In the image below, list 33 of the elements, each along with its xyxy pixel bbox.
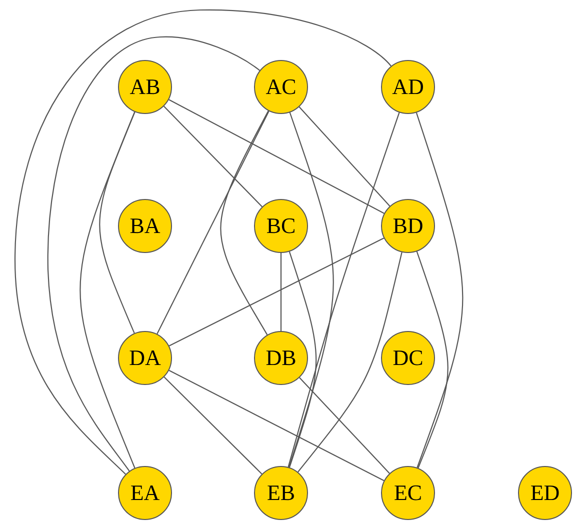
node-label: BD: [392, 215, 424, 237]
connector-line: [163, 106, 263, 208]
connector-line: [298, 106, 390, 206]
connector-line: [288, 112, 400, 468]
node-label: AC: [266, 76, 296, 98]
node-label: BA: [130, 215, 160, 237]
connector-line: [280, 253, 282, 331]
node-label: DB: [266, 347, 296, 369]
connector-line: [298, 252, 402, 472]
connector-line: [416, 251, 448, 468]
connector-line: [288, 112, 334, 468]
node-label: ED: [530, 482, 560, 504]
connector-line: [164, 376, 262, 474]
node-label: DC: [392, 347, 424, 369]
connector-line: [99, 112, 136, 334]
connector-line: [168, 238, 384, 346]
connector-line: [220, 110, 269, 336]
connector-line: [288, 251, 317, 468]
node-label: DA: [129, 347, 161, 369]
node-label: BC: [266, 215, 296, 237]
connector-line: [168, 370, 384, 482]
node-label: AB: [130, 76, 160, 98]
connector-line: [14, 9, 392, 475]
node-label: EC: [394, 482, 422, 504]
connector-line: [299, 377, 390, 474]
connector-line: [80, 112, 136, 468]
connector-line: [156, 110, 270, 334]
connector-line: [47, 36, 260, 472]
connector-line: [416, 112, 464, 468]
node-label: EA: [130, 482, 160, 504]
node-label: AD: [392, 76, 424, 98]
node-label: EB: [266, 482, 296, 504]
connector-line: [168, 99, 384, 214]
